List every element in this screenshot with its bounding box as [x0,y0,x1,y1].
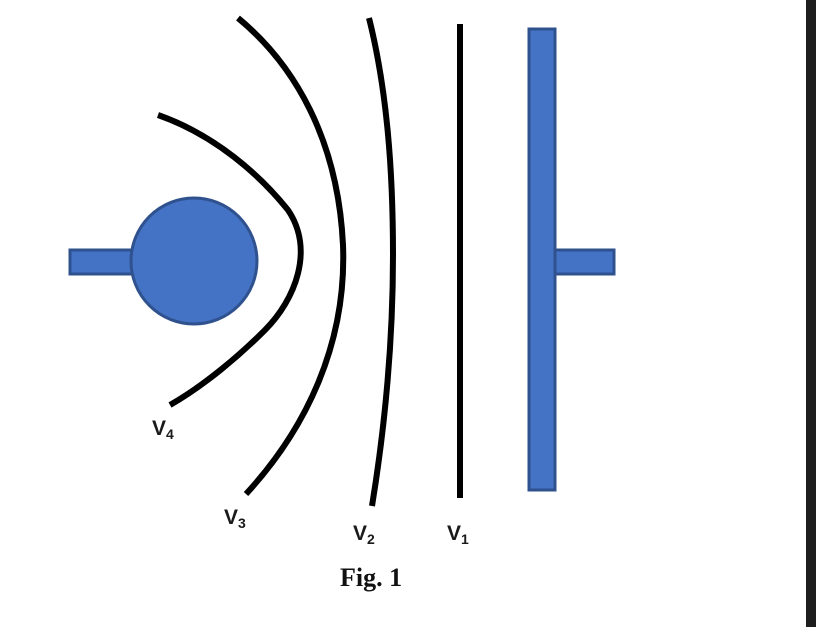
figure-caption: Fig. 1 [340,563,402,592]
sphere-rod [68,248,138,276]
plate-electrode [527,27,557,492]
equipotential-line-v3 [236,15,347,497]
label-v3: V3 [224,506,246,531]
equipotential-line-v4 [157,112,304,408]
label-v4: V4 [152,417,174,442]
sphere-electrode [129,196,259,326]
window-edge [806,0,816,627]
label-v2: V2 [353,522,375,547]
plate-handle [553,248,616,276]
equipotential-line-v2 [366,17,397,507]
label-v1: V1 [447,522,469,547]
